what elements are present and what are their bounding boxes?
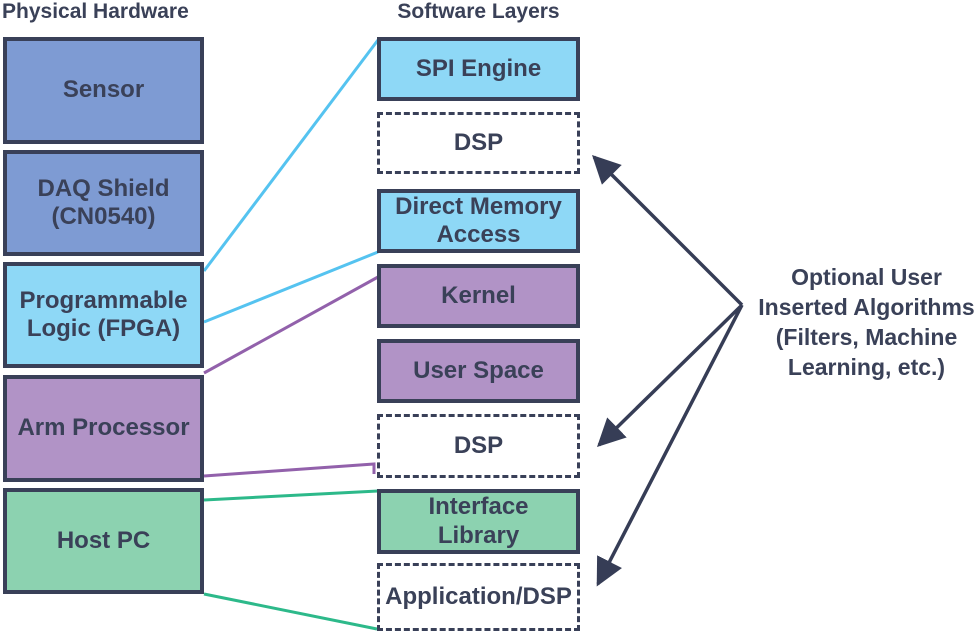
hardware-box-host-pc: Host PC: [3, 488, 204, 594]
connector-hostpc-to-interface-library: [203, 489, 379, 502]
connector-fpga-to-spi-engine: [202, 39, 380, 272]
software-box-user-space: User Space: [377, 339, 580, 403]
hardware-box-arm-processor: Arm Processor: [3, 375, 204, 482]
arrow-to-dsp2: [596, 303, 744, 447]
software-column-title: Software Layers: [397, 0, 560, 23]
connector-arm-to-dsp2: [203, 462, 376, 478]
arrow-to-application-dsp: [596, 304, 744, 587]
software-box-kernel: Kernel: [377, 264, 580, 328]
hardware-box-programmable-logic-fpga: Programmable Logic (FPGA): [3, 262, 204, 368]
connector-hostpc-to-application-dsp: [203, 592, 378, 631]
hardware-box-daq-shield: DAQ Shield (CN0540): [3, 150, 204, 256]
connector-fpga-to-dma: [203, 250, 379, 324]
connector-arm-to-kernel: [203, 275, 379, 375]
software-box-interface-library: Interface Library: [377, 489, 580, 554]
software-box-dsp-2: DSP: [377, 414, 580, 478]
software-box-application-dsp: Application/DSP: [377, 563, 580, 631]
software-box-dsp-1: DSP: [377, 112, 580, 174]
hardware-box-sensor: Sensor: [3, 37, 204, 144]
arrow-to-dsp1: [592, 155, 744, 307]
hardware-column-title: Physical Hardware: [2, 0, 189, 23]
software-box-direct-memory-access: Direct Memory Access: [377, 189, 580, 253]
optional-algorithms-annotation: Optional User Inserted Algorithms (Filte…: [758, 264, 975, 380]
software-box-spi-engine: SPI Engine: [377, 37, 580, 101]
